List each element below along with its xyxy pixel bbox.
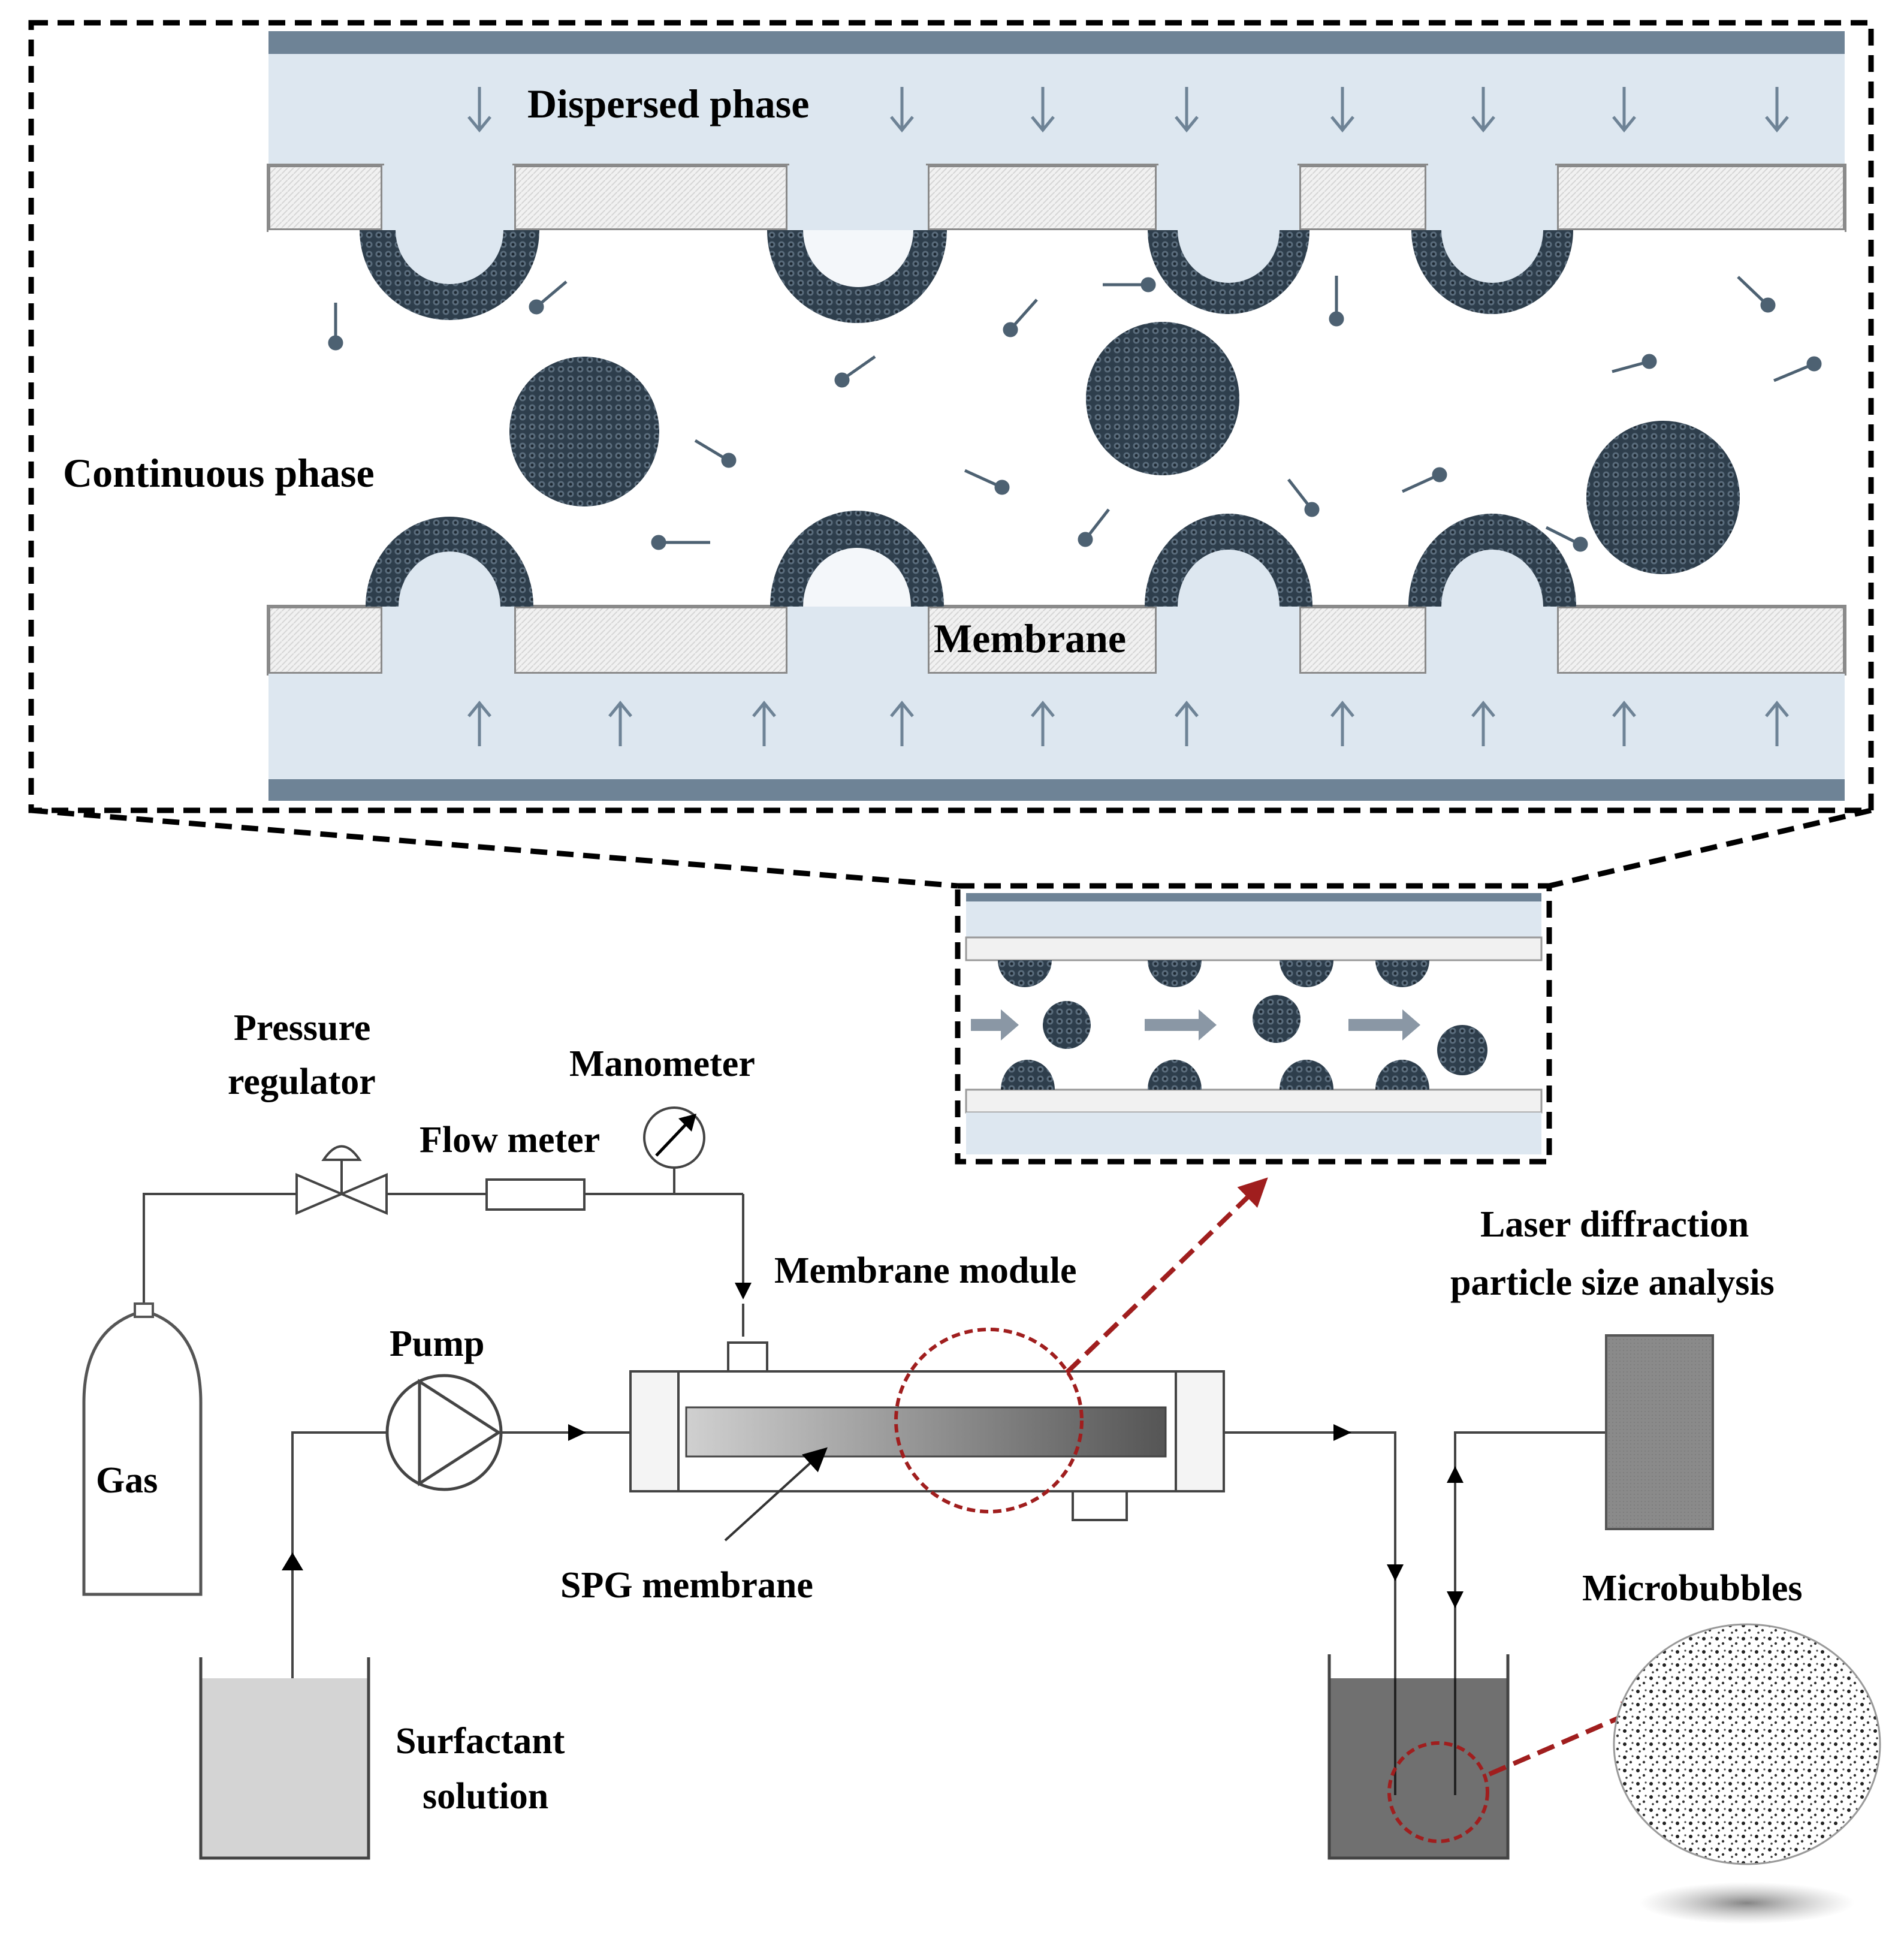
- label-pressure: Pressure: [234, 1008, 370, 1048]
- zoom-frame: [28, 20, 1874, 813]
- module-highlight: [894, 1328, 1084, 1513]
- label-gas: Gas: [96, 1460, 158, 1501]
- channel-wall-bottom: [268, 779, 1845, 801]
- label-solution: solution: [423, 1776, 548, 1817]
- label-microbubbles: Microbubbles: [1582, 1568, 1802, 1609]
- pressure-regulator-valve: [295, 1145, 388, 1216]
- surfactant-molecules: [328, 276, 1822, 552]
- module-zoom-arrow: [1065, 1177, 1268, 1374]
- channel-wall-top: [268, 31, 1845, 54]
- laser-analyzer: [1605, 1334, 1714, 1530]
- dispersed-channel-bottom: [268, 674, 1845, 794]
- flow-arrows-top: [467, 87, 1789, 132]
- inset-panel: [955, 883, 1552, 1165]
- microbubbles-sample: [1613, 1623, 1881, 1865]
- zoom-detail-panel: Dispersed phase Continuous phase Membran…: [28, 20, 1874, 813]
- emerging-bubbles-bottom: [366, 511, 1576, 607]
- label-continuous-phase: Continuous phase: [63, 450, 375, 496]
- flow-meter: [485, 1178, 586, 1211]
- surfactant-beaker: [199, 1657, 370, 1860]
- label-manometer: Manometer: [569, 1044, 755, 1084]
- label-surfactant: Surfactant: [396, 1721, 565, 1762]
- label-laser-diffraction: Laser diffraction: [1480, 1204, 1749, 1245]
- pipe-arrows: [282, 1283, 1464, 1608]
- detached-bubbles: [509, 322, 1740, 574]
- label-dispersed-phase: Dispersed phase: [527, 81, 809, 126]
- pump: [385, 1374, 503, 1491]
- emerging-bubbles-top: [360, 230, 1573, 323]
- spg-pointer: [724, 1447, 828, 1542]
- manometer-gauge: [643, 1106, 705, 1169]
- microbubbles-shadow: [1639, 1882, 1855, 1924]
- label-particle-size: particle size analysis: [1450, 1262, 1775, 1303]
- label-membrane: Membrane: [934, 616, 1126, 661]
- gas-cylinder: [82, 1302, 203, 1596]
- collector-beaker: [1327, 1654, 1510, 1860]
- flow-arrows-bottom: [467, 701, 1789, 746]
- label-regulator: regulator: [228, 1062, 376, 1102]
- label-spg-membrane: SPG membrane: [560, 1565, 813, 1606]
- membrane-module: [629, 1341, 1225, 1521]
- label-flow-meter: Flow meter: [420, 1120, 600, 1160]
- label-membrane-module: Membrane module: [774, 1250, 1077, 1291]
- membrane-lower: [267, 605, 1846, 676]
- piping: [143, 1168, 1606, 1797]
- zoom-connector: [31, 807, 1872, 889]
- label-pump: Pump: [390, 1323, 484, 1364]
